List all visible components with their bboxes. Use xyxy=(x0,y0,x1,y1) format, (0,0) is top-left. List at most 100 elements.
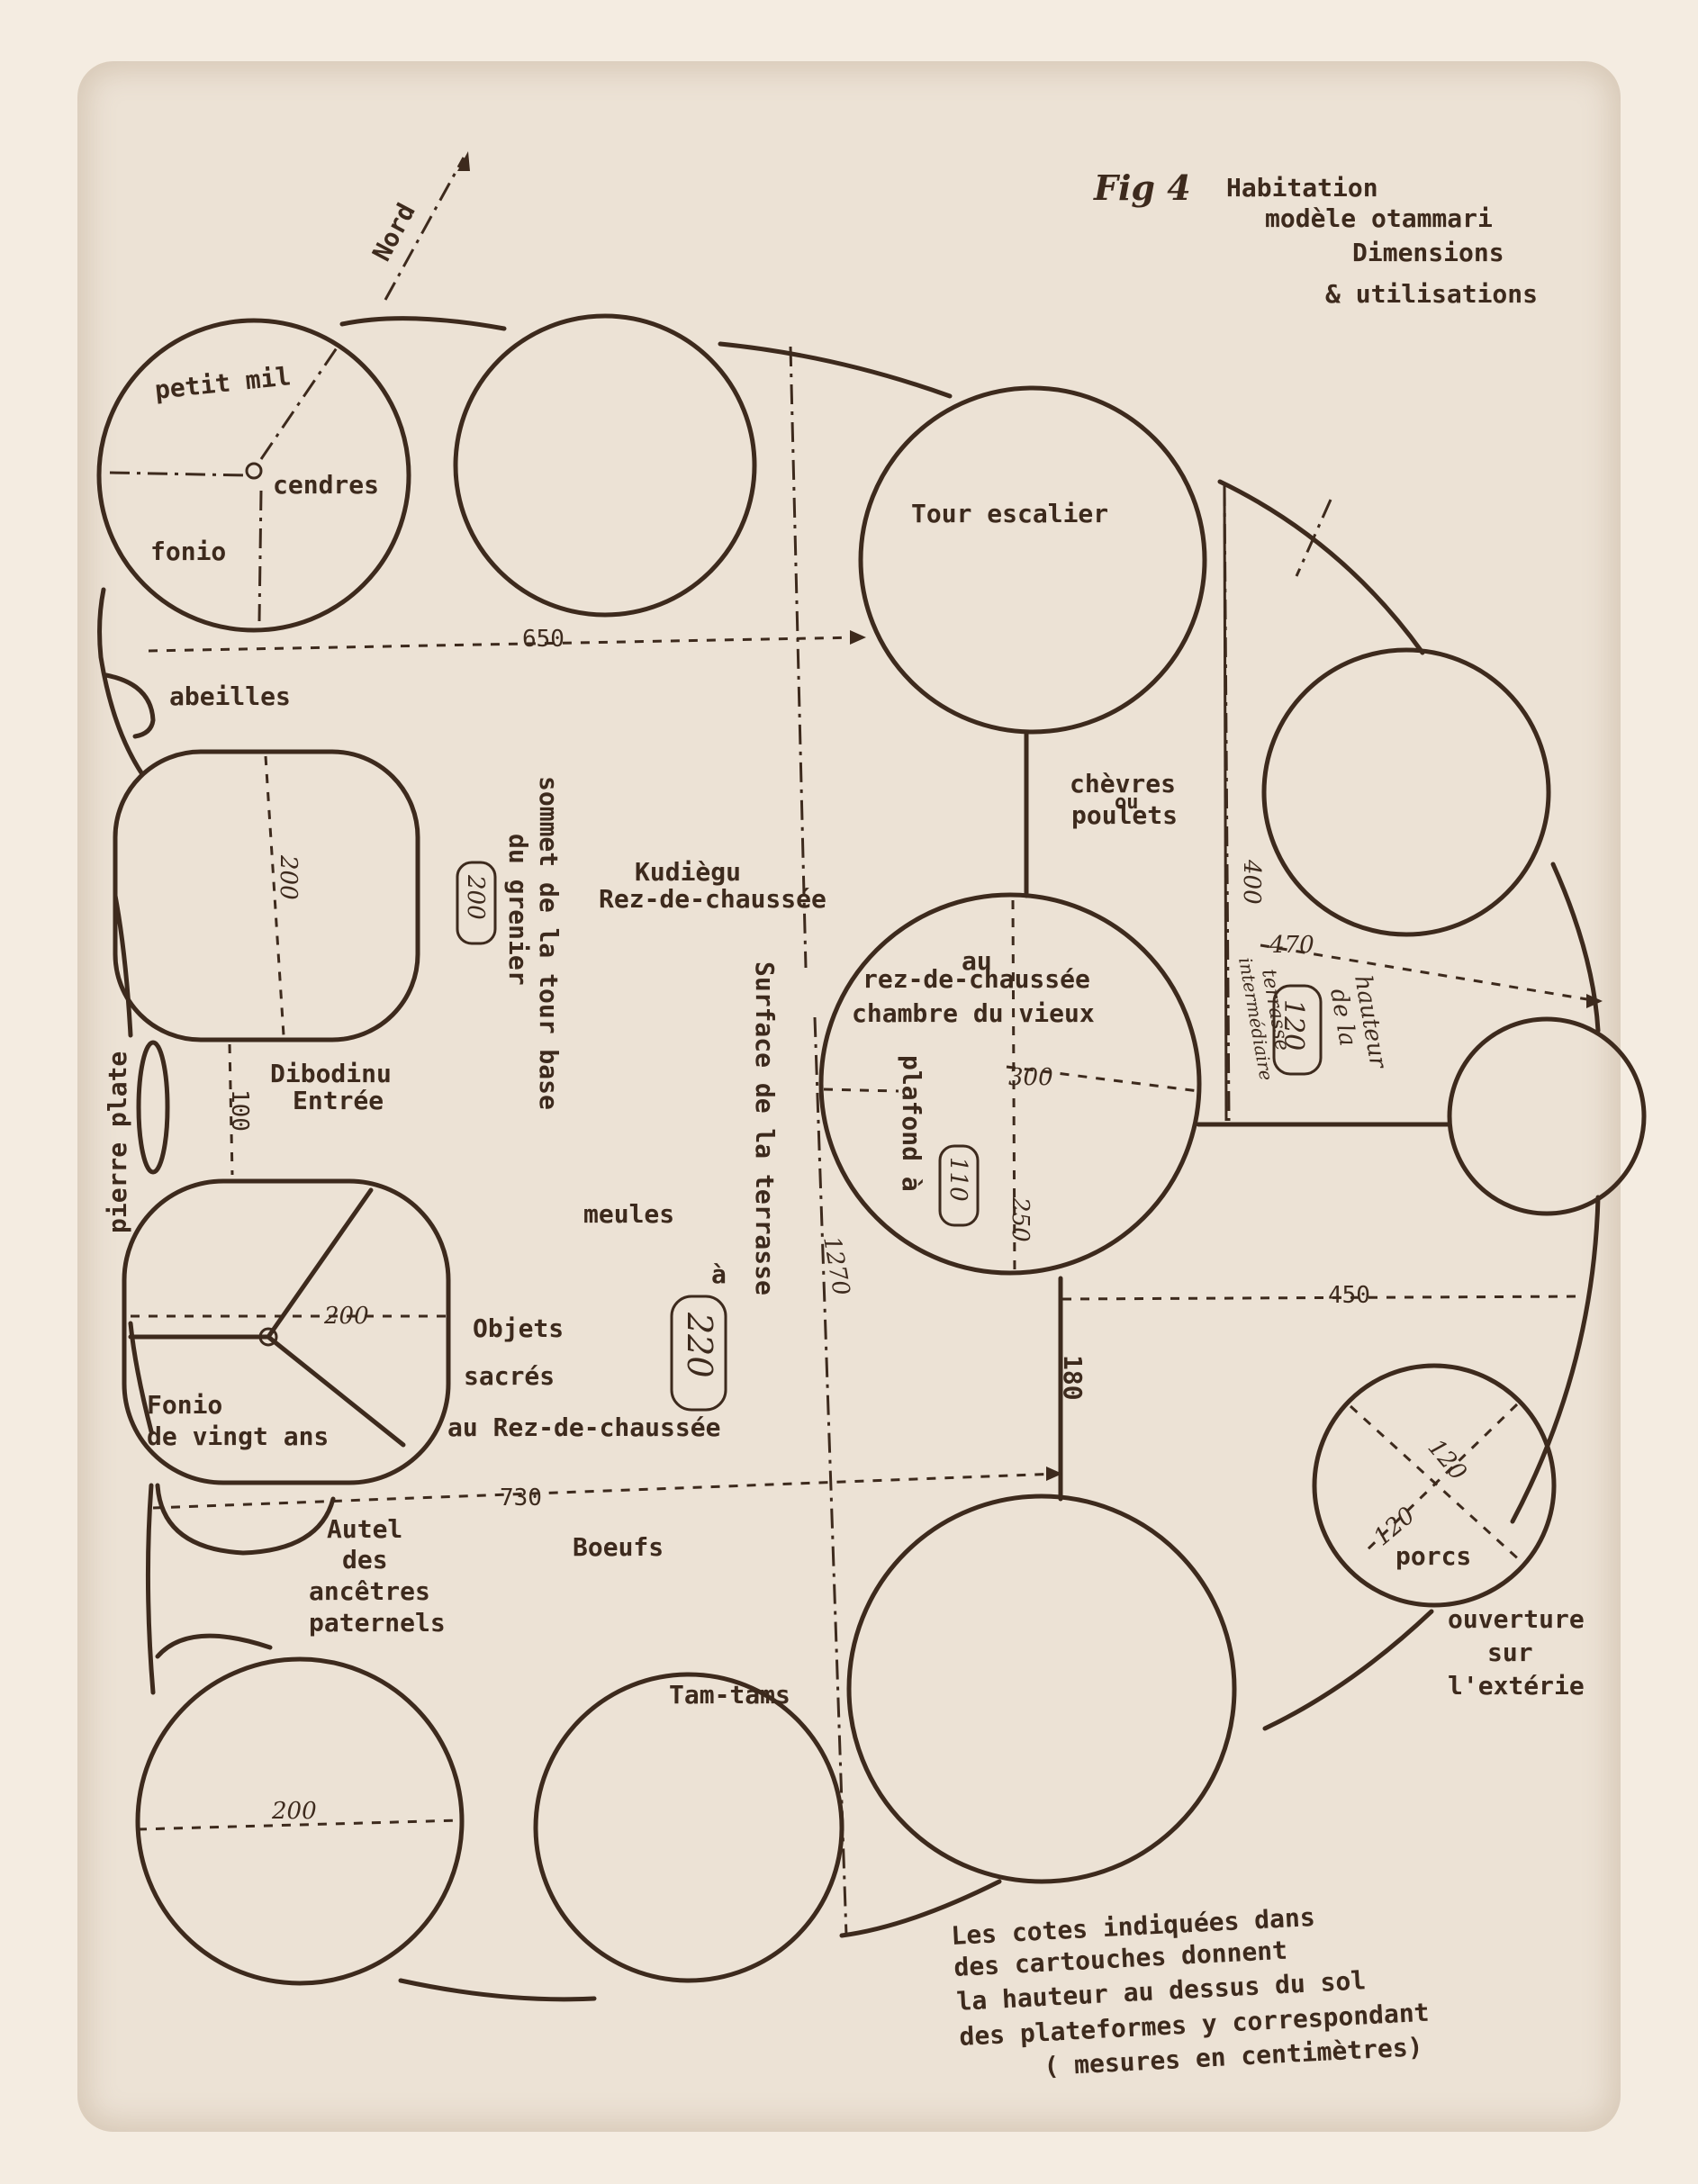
cartouche-220-value: 220 xyxy=(680,1312,719,1378)
granary-divider-west xyxy=(109,471,248,477)
label-abeilles: abeilles xyxy=(169,681,291,711)
label-autel-2: des xyxy=(342,1545,388,1575)
label-meules: meules xyxy=(583,1199,674,1229)
dim-line-470 xyxy=(1260,943,1599,1003)
dim-arrow-470 xyxy=(1586,994,1603,1008)
axis-terrace-upper xyxy=(789,346,808,969)
dim-730: 730 xyxy=(500,1485,542,1512)
label-chevres: chèvres xyxy=(1070,769,1176,799)
dim-200-southwest: 200 xyxy=(271,1798,317,1825)
title-line-1: Habitation xyxy=(1226,173,1378,203)
label-a: à xyxy=(711,1259,727,1289)
label-kudiegu: Kudiègu xyxy=(635,857,741,887)
label-du-grenier: du grenier xyxy=(503,834,533,986)
label-sommet-tour: sommet de la tour base xyxy=(534,776,564,1110)
label-ou: ou xyxy=(1115,791,1139,814)
label-poulets: poulets xyxy=(1071,800,1178,830)
dim-650: 650 xyxy=(522,626,564,653)
label-chambre-du-vieux: chambre du vieux xyxy=(852,998,1095,1028)
dim-line-650 xyxy=(148,636,861,653)
dim-line-730 xyxy=(152,1472,1059,1510)
fig-number: Fig 4 xyxy=(1093,167,1191,208)
dim-line-300 xyxy=(1006,1065,1199,1093)
label-autel-1: Autel xyxy=(327,1514,402,1544)
outer-wall xyxy=(97,316,1601,2002)
label-autel-4: paternels xyxy=(309,1608,446,1638)
hut-east xyxy=(1261,647,1551,937)
label-fonio-vingt-2: de vingt ans xyxy=(147,1421,329,1451)
label-rez-chambre: rez-de-chaussée xyxy=(863,964,1090,994)
hut-tour-escalier xyxy=(858,385,1207,735)
fonio-center xyxy=(258,1327,278,1347)
cartouche-120-value: 120 xyxy=(1278,999,1309,1051)
label-autel-3: ancêtres xyxy=(309,1576,430,1606)
fonio-divider-2 xyxy=(266,1187,374,1340)
dim-100: 100 xyxy=(226,1089,253,1132)
label-tour-escalier: Tour escalier xyxy=(911,499,1108,528)
label-dibodinu: Dibodinu xyxy=(270,1059,392,1088)
north-label: Nord xyxy=(366,198,421,266)
ancestor-altar xyxy=(155,1483,336,1556)
dim-180: 180 xyxy=(1058,1355,1088,1401)
north-arrow xyxy=(384,157,465,301)
cartouche-200-value: 200 xyxy=(462,874,489,920)
granary-center xyxy=(245,462,263,480)
label-ouverture-3: l'extérie xyxy=(1448,1671,1585,1701)
title-line-3: Dimensions xyxy=(1352,238,1504,267)
granary-divider-north xyxy=(259,346,339,460)
hut-southwest xyxy=(135,1656,465,1986)
axis-terrace-lower xyxy=(813,1016,848,1936)
label-petit-mil: petit mil xyxy=(153,361,292,405)
label-rez-de-chaussee: Rez-de-chaussée xyxy=(599,884,826,914)
label-tam-tams: Tam-tams xyxy=(669,1680,790,1710)
dim-120-a: 120 xyxy=(1423,1434,1472,1485)
paper-sheet xyxy=(77,61,1621,2132)
beehive xyxy=(104,672,156,739)
axis-400 xyxy=(1223,485,1231,1122)
hut-chambre-du-vieux xyxy=(818,892,1202,1276)
dim-400: 400 xyxy=(1238,859,1265,905)
granary-divider-south xyxy=(257,490,263,622)
dim-200-dibodinu: 200 xyxy=(275,854,302,900)
label-entree: Entrée xyxy=(293,1086,384,1115)
label-fonio-vingt-1: Fonio xyxy=(147,1390,222,1420)
north-arrow-head xyxy=(457,151,470,171)
dim-line-100 xyxy=(228,1043,234,1176)
dim-arrow-650 xyxy=(850,630,866,645)
arrow-entry xyxy=(1295,499,1332,577)
dim-470: 470 xyxy=(1269,932,1314,959)
label-surface-terrasse: Surface de la terrasse xyxy=(750,961,780,1295)
label-porcs: porcs xyxy=(1395,1541,1471,1571)
dim-450: 450 xyxy=(1328,1282,1370,1309)
label-boeufs: Boeufs xyxy=(573,1532,664,1562)
hut-south-large xyxy=(846,1494,1237,1884)
label-pierre-plate: pierre plate xyxy=(103,1051,132,1233)
hut-porcs xyxy=(1312,1363,1557,1608)
fonio-divider-3 xyxy=(266,1334,406,1448)
hut-tam-tams xyxy=(533,1672,844,1983)
flat-stone xyxy=(136,1040,170,1175)
label-au-rez: au Rez-de-chaussée xyxy=(447,1412,720,1442)
dim-200-fonio: 200 xyxy=(323,1303,369,1330)
hut-east-small xyxy=(1447,1016,1647,1216)
label-ouverture-1: ouverture xyxy=(1448,1604,1585,1634)
hut-north xyxy=(453,313,757,618)
cartouche-200 xyxy=(456,861,497,945)
dim-300: 300 xyxy=(1008,1064,1053,1091)
label-plafond: plafond à xyxy=(897,1055,926,1192)
cartouche-110-value: 110 xyxy=(944,1157,971,1202)
label-fonio: fonio xyxy=(150,537,226,566)
label-sacres: sacrés xyxy=(464,1361,555,1391)
label-au: au xyxy=(962,946,992,976)
dim-arrow-730 xyxy=(1046,1467,1062,1481)
cartouche-120 xyxy=(1272,984,1323,1076)
label-objets: Objets xyxy=(473,1313,564,1343)
dim-line-450 xyxy=(1061,1295,1585,1301)
granary-dibodinu xyxy=(113,749,420,1042)
cartouche-110 xyxy=(938,1144,980,1227)
altar-arc xyxy=(155,1633,273,1659)
cartouche-220 xyxy=(670,1295,727,1412)
title-line-4: & utilisations xyxy=(1325,279,1538,309)
